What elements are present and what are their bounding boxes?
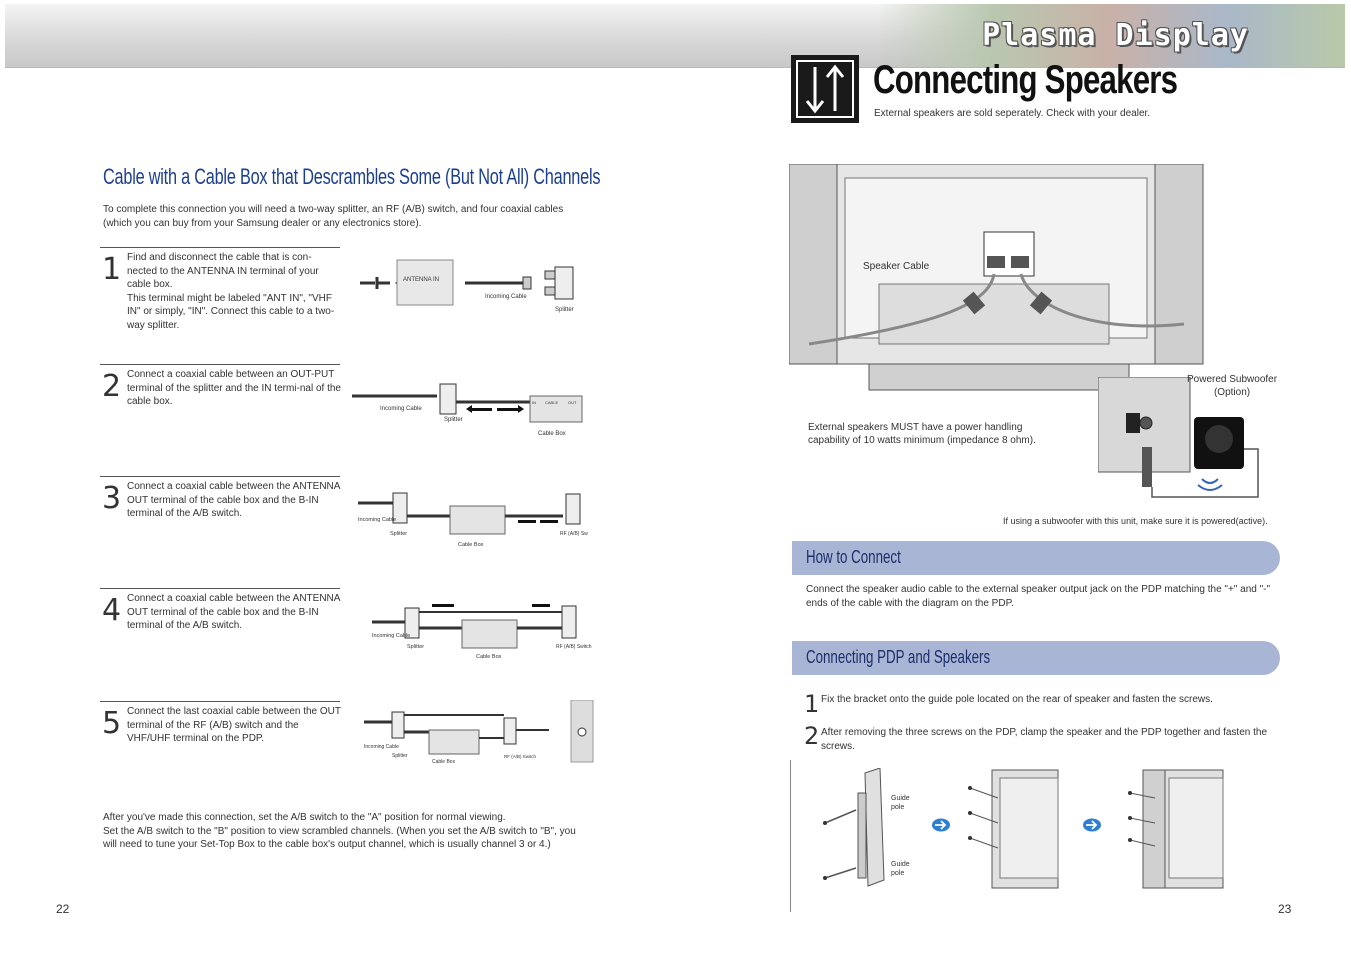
jack-closeup-diagram bbox=[1098, 377, 1268, 507]
figure-step-5: Incoming Cable Splitter Cable Box RF (A/… bbox=[364, 700, 594, 764]
connect-step-1-text: Fix the bracket onto the guide pole loca… bbox=[821, 694, 1213, 705]
figure-step-1: ANTENNA IN Incoming Cable Splitter bbox=[355, 255, 595, 320]
subwoofer-note: If using a subwoofer with this unit, mak… bbox=[1003, 516, 1268, 526]
step-text: Find and disconnect the cable that is co… bbox=[127, 252, 335, 331]
rf-switch-label: RF (A/B) Switch bbox=[504, 754, 537, 759]
brand-title: Plasma Display bbox=[982, 18, 1249, 53]
page-number-right: 23 bbox=[1278, 902, 1292, 916]
step-number: 4 bbox=[102, 593, 122, 628]
connecting-pdp-heading: Connecting PDP and Speakers bbox=[792, 641, 1280, 675]
step-5: 5 Connect the last coaxial cable between… bbox=[100, 701, 341, 744]
page-edge-line bbox=[790, 760, 791, 912]
splitter-label: Splitter bbox=[444, 417, 463, 423]
step-number: 5 bbox=[102, 706, 122, 741]
after-connection-text: After you've made this connection, set t… bbox=[103, 812, 576, 850]
guide-pole-label-top: Guide pole bbox=[891, 795, 910, 811]
rf-switch-label: RF (A/B) Switch bbox=[556, 644, 592, 650]
incoming-cable-label: Incoming Cable bbox=[380, 406, 422, 412]
step-number: 1 bbox=[102, 252, 122, 287]
splitter-label: Splitter bbox=[390, 531, 407, 537]
guide-pole-label-bottom: Guide pole bbox=[891, 861, 910, 877]
step-text: Connect the last coaxial cable between t… bbox=[127, 706, 341, 744]
step-number: 2 bbox=[804, 722, 820, 750]
cable-box-label: Cable Box bbox=[432, 759, 456, 764]
out-label: OUT bbox=[568, 400, 577, 405]
power-handling-note: External speakers MUST have a power hand… bbox=[808, 422, 1036, 446]
how-to-connect-heading: How to Connect bbox=[792, 541, 1280, 575]
splitter-label: Splitter bbox=[555, 307, 574, 313]
how-to-connect-text: Connect the speaker audio cable to the e… bbox=[806, 584, 1271, 609]
splitter-label: Splitter bbox=[392, 753, 408, 759]
section-heading-text: Connecting PDP and Speakers bbox=[806, 647, 991, 667]
pdp-rear-diagram bbox=[789, 164, 1209, 404]
connect-step-2-text: After removing the three screws on the P… bbox=[821, 727, 1268, 752]
step-number: 2 bbox=[102, 369, 122, 404]
speaker-connection-icon bbox=[791, 55, 859, 123]
speaker-clamped-diagram bbox=[1125, 768, 1225, 890]
page-number-left: 22 bbox=[56, 902, 70, 916]
page-subtitle: External speakers are sold seperately. C… bbox=[874, 108, 1151, 119]
incoming-cable-label: Incoming Cable bbox=[372, 633, 410, 639]
cable-box-label: Cable Box bbox=[476, 654, 502, 660]
figure-step-3: Incoming Cable Splitter Cable Box RF (A/… bbox=[358, 488, 588, 550]
step-1: 1 Find and disconnect the cable that is … bbox=[100, 247, 340, 331]
left-intro: To complete this connection you will nee… bbox=[103, 204, 564, 229]
cable-label: CABLE bbox=[545, 400, 558, 405]
incoming-cable-label: Incoming Cable bbox=[485, 294, 527, 300]
in-label: IN bbox=[532, 400, 536, 405]
incoming-cable-label: Incoming Cable bbox=[358, 517, 396, 523]
cable-box-label: Cable Box bbox=[538, 431, 566, 437]
step-text: Connect a coaxial cable between an OUT-P… bbox=[127, 369, 341, 407]
figure-step-4: Incoming Cable Splitter Cable Box RF (A/… bbox=[372, 600, 592, 662]
pdp-screws-diagram bbox=[960, 768, 1060, 890]
left-page-title: Cable with a Cable Box that Descrambles … bbox=[103, 164, 601, 189]
step-text: Connect a coaxial cable between the ANTE… bbox=[127, 593, 340, 631]
speaker-cable-label: Speaker Cable bbox=[863, 261, 930, 272]
next-arrow-icon bbox=[931, 818, 951, 832]
antenna-in-label: ANTENNA IN bbox=[403, 277, 439, 283]
rf-switch-label: RF (A/B) Switch bbox=[560, 531, 588, 537]
step-4: 4 Connect a coaxial cable between the AN… bbox=[100, 588, 340, 631]
header-banner: Plasma Display bbox=[5, 4, 1345, 68]
section-heading-text: How to Connect bbox=[806, 547, 901, 567]
step-number: 3 bbox=[102, 481, 122, 516]
next-arrow-icon bbox=[1082, 818, 1102, 832]
step-number: 1 bbox=[804, 690, 820, 718]
banner-artwork bbox=[875, 4, 1345, 67]
step-2: 2 Connect a coaxial cable between an OUT… bbox=[100, 364, 341, 407]
figure-step-2: IN CABLE OUT Incoming Cable Splitter Cab… bbox=[352, 378, 592, 438]
powered-subwoofer-label: Powered Subwoofer (Option) bbox=[1187, 374, 1278, 398]
step-3: 3 Connect a coaxial cable between the AN… bbox=[100, 476, 340, 519]
splitter-label: Splitter bbox=[407, 644, 424, 650]
incoming-cable-label: Incoming Cable bbox=[364, 744, 399, 750]
bracket-diagram bbox=[820, 768, 900, 888]
page-title: Connecting Speakers bbox=[873, 58, 1178, 102]
cable-box-label: Cable Box bbox=[458, 542, 484, 548]
step-text: Connect a coaxial cable between the ANTE… bbox=[127, 481, 340, 519]
